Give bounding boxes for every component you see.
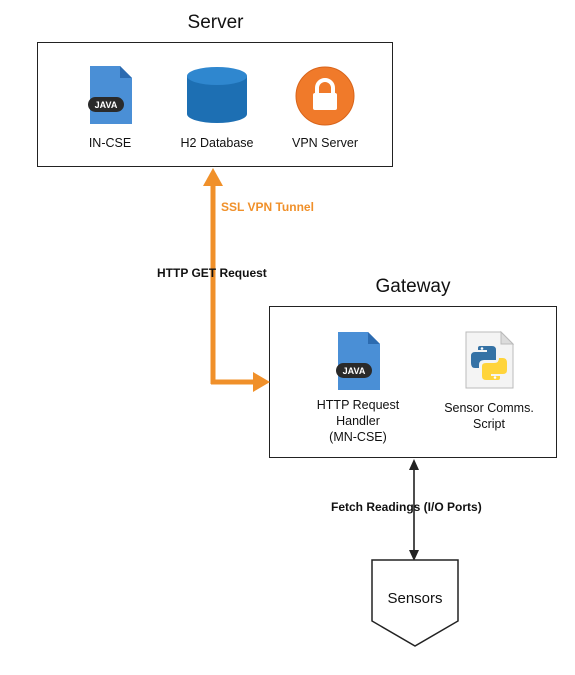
vpn-tunnel-connector [203, 168, 270, 392]
http-handler-label-line2: Handler [336, 414, 380, 428]
sensors-label: Sensors [387, 590, 443, 607]
vpn-tunnel-label: SSL VPN Tunnel [221, 200, 314, 214]
tunnel-arrowhead-right [253, 372, 270, 392]
java-file-icon: JAVA [336, 332, 380, 390]
sensor-script-node [463, 330, 515, 390]
lock-icon [295, 66, 355, 126]
java-badge: JAVA [343, 366, 366, 376]
h2-database-label: H2 Database [180, 136, 254, 150]
http-handler-label-line1: HTTP Request [316, 398, 400, 412]
http-get-label: HTTP GET Request [157, 266, 267, 280]
sensor-script-label: Sensor Comms. Script [430, 400, 548, 432]
fetch-readings-label: Fetch Readings (I/O Ports) [331, 500, 482, 514]
http-handler-node: JAVA [330, 330, 386, 392]
gateway-title: Gateway [375, 276, 451, 297]
vpn-server-label: VPN Server [292, 136, 358, 150]
sensor-script-label-line2: Script [473, 417, 505, 431]
database-icon [187, 67, 247, 123]
in-cse-node: JAVA [82, 64, 138, 126]
in-cse-label: IN-CSE [88, 136, 132, 150]
fetch-connector [409, 459, 419, 561]
tunnel-arrowhead-up [203, 168, 223, 186]
vpn-server-node [295, 66, 355, 126]
server-title: Server [187, 12, 244, 33]
java-file-icon: JAVA [88, 66, 132, 124]
sensor-script-label-line1: Sensor Comms. [444, 401, 534, 415]
python-file-icon [465, 330, 515, 389]
http-handler-label: HTTP Request Handler (MN-CSE) [300, 397, 416, 445]
java-badge: JAVA [95, 100, 118, 110]
h2-database-node [184, 66, 250, 126]
http-handler-label-line3: (MN-CSE) [329, 430, 387, 444]
sensors-pentagon [371, 559, 459, 647]
